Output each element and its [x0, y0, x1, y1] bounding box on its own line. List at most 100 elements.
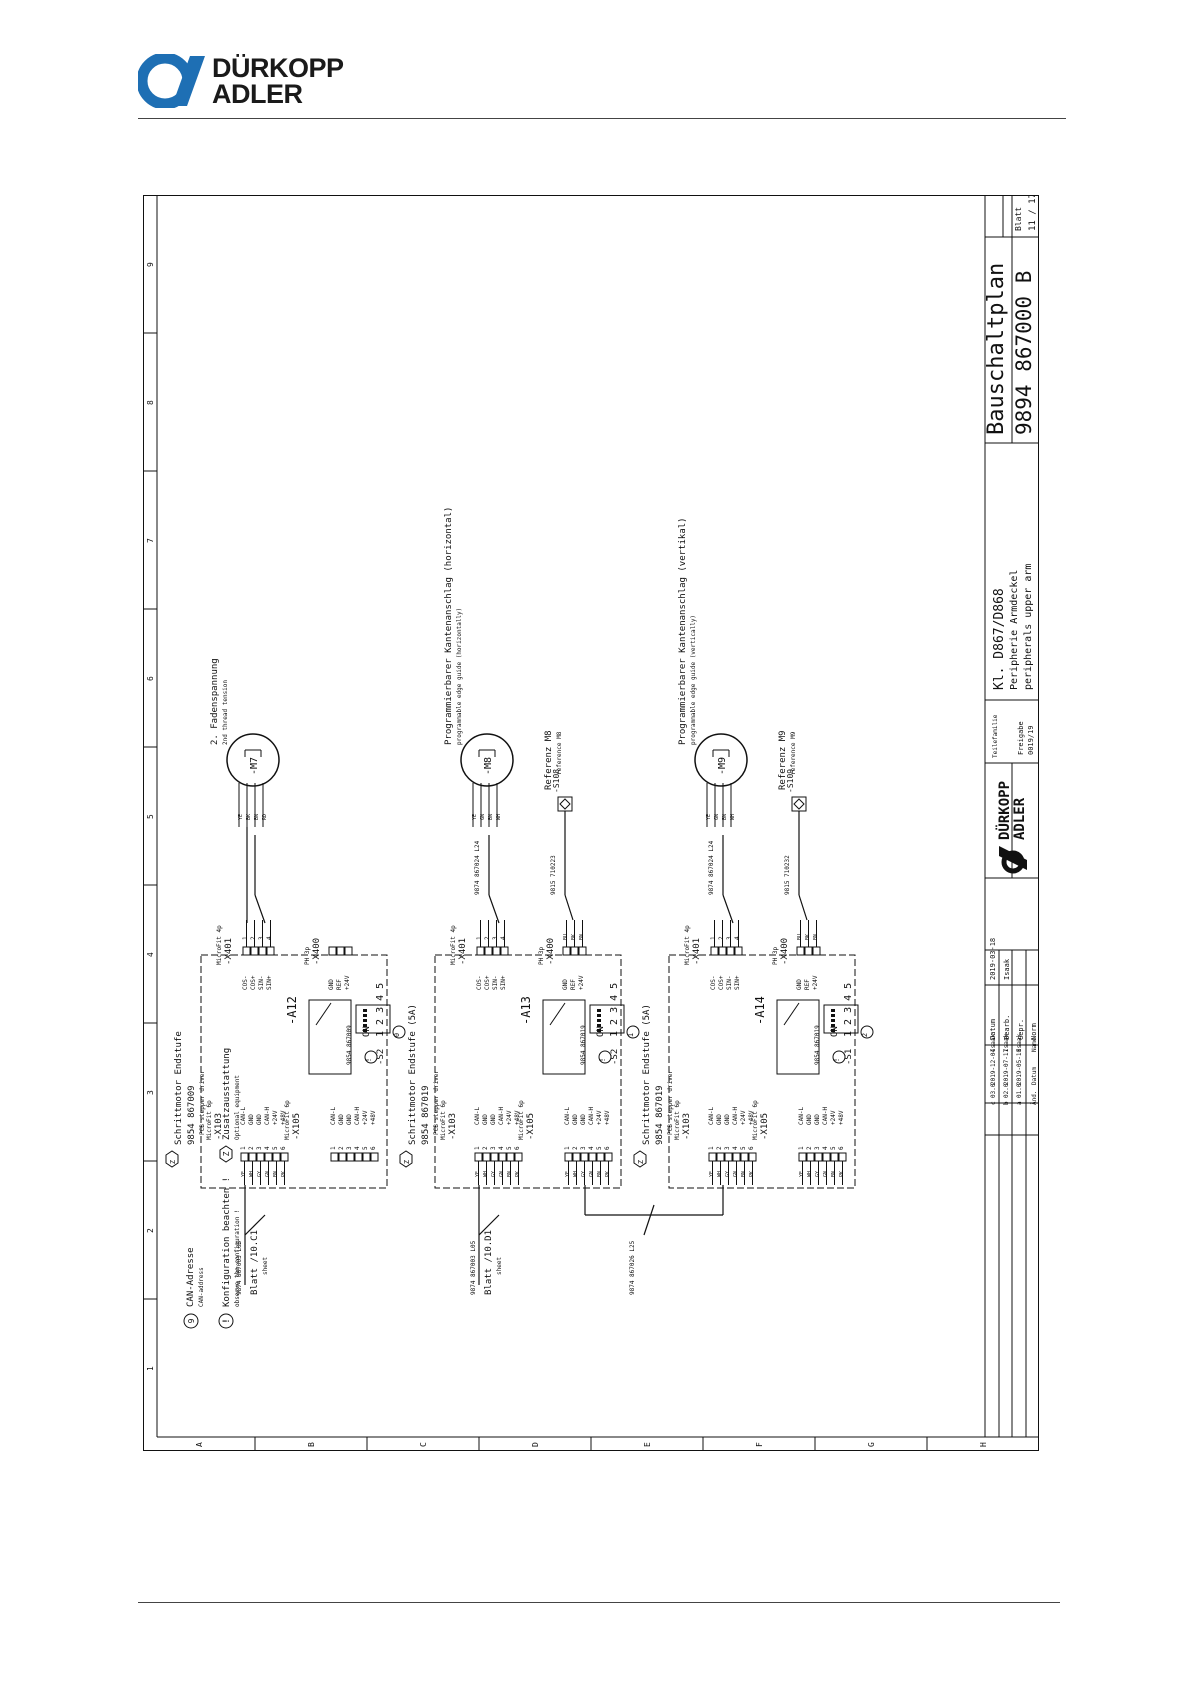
motor-pin-label: COS- — [476, 976, 483, 990]
motor-pin-label: SIN+ — [734, 975, 741, 990]
can-pin-label: GND — [256, 1114, 263, 1125]
connector-type: PH 3p — [772, 947, 779, 965]
description-de: Peripherie Armdeckel — [1009, 570, 1020, 690]
can-pin-label: GND — [490, 1114, 497, 1125]
date-label: Datum — [989, 1019, 997, 1040]
can-pin-label: +48V — [514, 1110, 521, 1125]
wire-color: WH — [483, 1171, 489, 1177]
connector-type: MicroFit 6p — [674, 1100, 681, 1140]
row-label: A — [195, 1442, 204, 1447]
motor-pin-label: COS+ — [250, 975, 257, 990]
wire-color: BN — [722, 814, 728, 820]
connector-x105: -X105 — [526, 1113, 536, 1140]
revision-date: 2019-07-17 — [1003, 1048, 1010, 1085]
pin-number: 1 — [476, 936, 483, 940]
pin-number: 5 — [596, 1146, 603, 1150]
driver-subtitle: PCB stepper driver — [199, 1070, 206, 1135]
can-pin-label: CAN-L — [330, 1107, 337, 1125]
motor-label-en: programmable edge guide (horizontally) — [456, 608, 463, 745]
title: Bauschaltplan — [984, 263, 1009, 435]
column-label: 7 — [146, 538, 155, 543]
can-pin-label: +48V — [604, 1110, 611, 1125]
can-pin-label: +24V — [506, 1110, 513, 1125]
can-address-value: 0 — [393, 1033, 401, 1037]
connector-type: MicroFit 4p — [216, 925, 223, 965]
pin-number: 2 — [482, 1146, 489, 1150]
revision-index: c — [990, 1101, 997, 1105]
ref-pin-label: +24V — [578, 975, 585, 990]
can-pin-label: GND — [814, 1114, 821, 1125]
pin-number: 3 — [346, 1146, 353, 1150]
connector-x401: -X401 — [224, 938, 234, 965]
connector-type: MicroFit 6p — [284, 1100, 291, 1140]
revision-header: Änd. — [1031, 1091, 1038, 1105]
pin-number: 2 — [484, 936, 491, 940]
ref-pin-label: GND — [562, 979, 569, 990]
driver-part-number: 9854 867019 — [655, 1085, 665, 1145]
revision-index: b — [1003, 1101, 1010, 1105]
column-label: 9 — [146, 262, 155, 267]
pin-number: 3 — [258, 936, 265, 940]
can-pin-label: GND — [716, 1114, 723, 1125]
wire-color: PK — [605, 1171, 611, 1177]
column-label: 1 — [146, 1366, 155, 1371]
sensor-reference: -S108 — [552, 769, 561, 793]
can-pin-label: CAN-H — [264, 1107, 271, 1125]
wire-color: GN — [823, 1171, 829, 1177]
wire-color: RD — [262, 814, 268, 820]
ref-pin-label: +24V — [812, 975, 819, 990]
wire-color: PK — [839, 1171, 845, 1177]
pin-number: 1 — [242, 936, 249, 940]
pin-number: 3 — [726, 936, 733, 940]
checked-label: Gepr. — [1017, 1019, 1025, 1040]
sensor-label-de: Referenz M9 — [778, 730, 788, 790]
wire-color: PK — [281, 1171, 287, 1177]
connector-type: MicroFit 6p — [206, 1100, 213, 1140]
machine-class: Kl. D867/D868 — [992, 588, 1007, 690]
configuration-icon: ! — [222, 1318, 232, 1323]
optional-equipment-marker: Z — [403, 1160, 411, 1164]
connector-type: MicroFit 6p — [752, 1100, 759, 1140]
wire-color: GY — [815, 1171, 821, 1177]
wire-color: GY — [725, 1171, 731, 1177]
motor-pin-label: SIN- — [726, 976, 733, 990]
driver-board-number: 9854 867009 — [346, 1025, 353, 1065]
motor-pin-label: SIN- — [258, 976, 265, 990]
motor-label-en: 2nd thread tension — [222, 680, 229, 745]
driver-part-number: 9854 867009 — [187, 1085, 197, 1145]
cable-part-number: 9874 867026 L25 — [629, 1240, 636, 1295]
pin-number: 4 — [734, 936, 741, 940]
title-block-logo: DÜRKOPP ADLER — [995, 781, 1028, 874]
revision-name: Isaak — [990, 1034, 997, 1052]
brand-logo: DÜRKOPP ADLER — [138, 54, 358, 112]
pin-number: 4 — [500, 936, 507, 940]
pin-number: 5 — [830, 1146, 837, 1150]
pin-number: 1 — [330, 1146, 337, 1150]
cable-part-number: 9874 867003 L05 — [470, 1240, 477, 1295]
family-label: Teilefamilie — [992, 714, 999, 758]
connector-x401: -X401 — [458, 938, 468, 965]
can-pin-label: +48V — [748, 1110, 755, 1125]
wire-color: YE — [241, 1171, 247, 1177]
pin-number: 1 — [710, 936, 717, 940]
legend: 9 CAN-Adresse CAN-address ! Konfiguratio… — [183, 1048, 241, 1329]
wire-color: YE — [709, 1171, 715, 1177]
pin-number: 5 — [272, 1146, 279, 1150]
pin-number: 4 — [822, 1146, 829, 1150]
optional-equipment-en: Optional equipment — [234, 1075, 241, 1140]
pin-number: 5 — [362, 1146, 369, 1150]
wire-color: WH — [249, 1171, 255, 1177]
pin-number: 3 — [256, 1146, 263, 1150]
wire-color: GN — [499, 1171, 505, 1177]
sensor-label-en: reference M9 — [790, 731, 797, 775]
pin-number: 3 — [814, 1146, 821, 1150]
connector-x400: -X400 — [780, 938, 790, 965]
revision-version: 02.0 — [1003, 1083, 1010, 1098]
motor-cable-number: 9874 867024 L24 — [474, 840, 481, 895]
can-pin-label: CAN-H — [498, 1107, 505, 1125]
can-pin-label: GND — [724, 1114, 731, 1125]
